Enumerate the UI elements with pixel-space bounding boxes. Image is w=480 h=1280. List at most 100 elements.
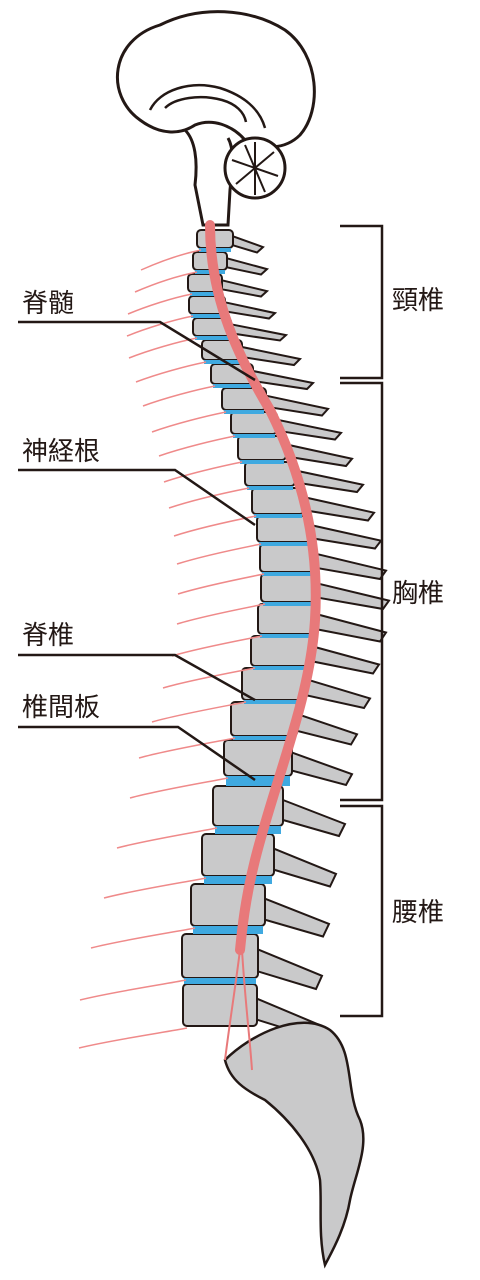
nerve-root: [103, 877, 207, 899]
intervertebral-disc: [213, 384, 251, 388]
intervertebral-disc: [233, 434, 275, 438]
vertebrae-column: [181, 229, 391, 1038]
lumbar-bracket: [340, 804, 384, 1018]
nerve-root: [151, 701, 247, 723]
label-spinal-cord: 脊髄: [22, 289, 74, 319]
nerve-root: [163, 461, 243, 483]
intervertebral-disc: [226, 776, 290, 786]
brain: [116, 10, 316, 227]
nerve-root: [171, 635, 263, 657]
intervertebral-disc: [195, 336, 229, 340]
sacrum: [223, 1021, 365, 1269]
intervertebral-disc: [184, 978, 256, 984]
spinous-process: [232, 234, 265, 254]
intervertebral-disc: [240, 460, 284, 464]
nerve-root: [151, 411, 227, 433]
spinous-process: [305, 677, 372, 710]
spinous-process: [310, 523, 383, 550]
spinous-process: [257, 947, 324, 991]
intervertebral-disc: [204, 876, 272, 884]
nerve-root: [116, 827, 218, 849]
label-nerve-root: 神経根: [22, 437, 100, 467]
cerebellum-folds: [231, 142, 279, 195]
vertebra-body: [260, 573, 320, 603]
vertebra-body: [257, 603, 319, 635]
intervertebral-disc: [215, 826, 281, 834]
intervertebral-disc: [193, 926, 263, 934]
nerve-root: [138, 737, 236, 759]
nerve-root: [129, 777, 229, 799]
cerebrum: [116, 10, 316, 149]
label-intervertebral-disc: 椎間板: [22, 693, 100, 723]
spinous-process: [291, 751, 354, 787]
spinous-process: [241, 345, 303, 367]
nerve-root: [177, 573, 265, 595]
vertebra-body: [244, 461, 296, 487]
leader-lines: [18, 320, 256, 782]
spinous-process: [318, 582, 391, 611]
disc-leader: [18, 725, 256, 782]
label-thoracic: 胸椎: [392, 579, 444, 609]
label-vertebra: 脊椎: [22, 621, 74, 651]
intervertebral-disc: [253, 666, 311, 670]
spinous-process: [303, 495, 376, 522]
spinous-process: [296, 712, 359, 746]
vertebra-body: [251, 487, 305, 515]
vertebra-body: [259, 543, 317, 573]
nerve-root: [168, 487, 250, 509]
nerve-root: [135, 361, 207, 383]
nerve-root: [176, 543, 262, 565]
intervertebral-disc: [204, 360, 240, 364]
intervertebral-disc: [263, 602, 317, 606]
spinous-process: [230, 323, 289, 342]
nerve-root: [90, 927, 196, 949]
spinous-process: [264, 897, 331, 938]
spinous-process: [224, 301, 278, 320]
nerve-root-leader: [18, 468, 256, 527]
nerve-root: [173, 515, 257, 537]
intervertebral-disc: [262, 572, 314, 576]
nerve-root: [79, 979, 187, 1001]
nerve-root: [78, 1027, 188, 1049]
nerve-root: [127, 293, 193, 315]
nerve-root: [126, 315, 194, 337]
region-brackets: [340, 224, 384, 1018]
intervertebral-disc: [244, 700, 304, 704]
vertebra-leader: [18, 653, 256, 702]
nerve-root: [140, 249, 202, 271]
nerve-root: [128, 337, 198, 359]
vertebra-body: [230, 701, 298, 737]
vertebra-body: [241, 667, 307, 701]
intervertebral-disc: [233, 736, 295, 740]
vertebra-body: [190, 883, 266, 927]
intervertebral-disc: [254, 514, 302, 518]
intervertebral-disc: [224, 410, 264, 414]
nerve-root: [142, 385, 216, 407]
nerve-root: [134, 271, 198, 293]
vertebra-body: [250, 635, 314, 667]
brain-inner-curve: [148, 84, 267, 129]
spinous-process: [312, 645, 381, 675]
vertebra-body: [256, 515, 312, 543]
nerve-root: [176, 603, 266, 625]
spinous-process: [273, 847, 338, 888]
vertebra-body: [181, 933, 259, 979]
intervertebral-disc: [190, 292, 220, 296]
thoracic-bracket: [340, 381, 384, 802]
nerve-root: [158, 435, 236, 457]
spinous-process: [317, 613, 388, 643]
spinous-process: [315, 552, 388, 581]
spinous-process: [226, 256, 270, 276]
cervical-bracket: [340, 224, 384, 380]
nerve-roots: [78, 249, 266, 1049]
intervertebral-disc: [191, 314, 223, 318]
corpus-callosum: [164, 96, 248, 123]
spinal-cord-leader: [18, 320, 256, 382]
label-lumbar: 腰椎: [392, 898, 444, 928]
intervertebral-disc: [259, 542, 309, 546]
intervertebral-disc: [247, 486, 293, 490]
cauda-equina: [224, 949, 253, 1071]
spinous-process: [282, 798, 347, 838]
spinal-cord: [205, 220, 321, 955]
